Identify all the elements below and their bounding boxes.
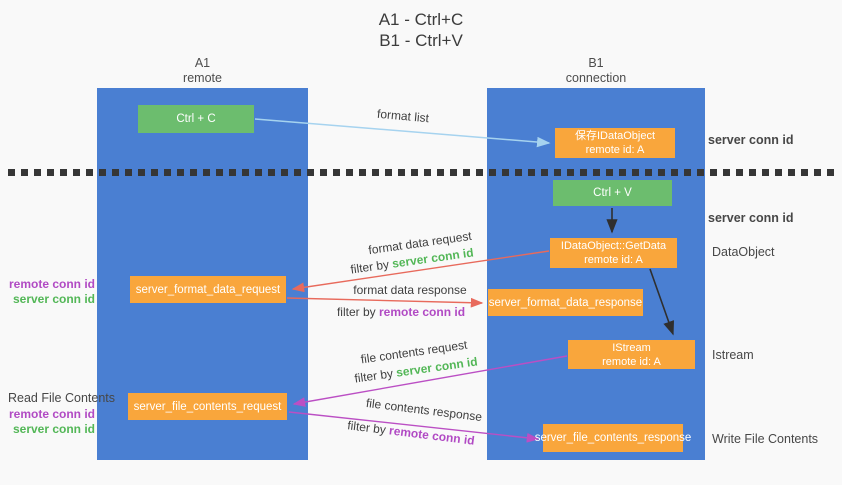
node-ctrl-c-label: Ctrl + C xyxy=(176,113,216,125)
lifeline-b1-header: B1 connection xyxy=(487,56,705,86)
node-istream-line1: IStream xyxy=(612,341,651,354)
label-server-conn-id-top: server conn id xyxy=(708,133,794,147)
label-remote-conn-id: remote conn id xyxy=(8,277,95,291)
label-file-contents-response: file contents response xyxy=(365,395,483,425)
label-file-contents-response-filter: filter by remote conn id xyxy=(347,418,476,448)
label-format-list: format list xyxy=(376,106,430,126)
label-server-conn-id: server conn id xyxy=(12,291,95,306)
lifeline-b1-role: connection xyxy=(565,71,627,85)
node-getdata: IDataObject::GetData remote id: A xyxy=(550,238,677,268)
session-divider xyxy=(8,169,834,176)
label-format-data-response-filter: filter by remote conn id xyxy=(337,305,465,319)
node-server-file-contents-request-label: server_file_contents_request xyxy=(133,400,282,413)
node-save-dataobject-line2: remote id: A xyxy=(585,144,645,156)
node-save-dataobject: 保存IDataObject remote id: A xyxy=(555,128,675,158)
label-write-file-contents: Write File Contents xyxy=(712,432,819,446)
label-format-conn-pair: remote conn id server conn id xyxy=(0,277,95,306)
label-server-conn-id-mid: server conn id xyxy=(708,211,794,225)
lifeline-a1-role: remote xyxy=(183,71,222,85)
label-dataobject: DataObject xyxy=(712,245,775,259)
label-server-conn-id: server conn id xyxy=(12,421,95,436)
title-line-1: A1 - Ctrl+C xyxy=(378,10,464,29)
node-server-file-contents-request: server_file_contents_request xyxy=(128,393,287,420)
node-server-file-contents-response: server_file_contents_response xyxy=(535,424,691,452)
lifeline-a1-id: A1 xyxy=(194,56,211,70)
remote-conn-id-key: remote conn id xyxy=(379,305,466,319)
label-read-file-contents: Read File Contents xyxy=(8,391,116,405)
node-server-format-data-request: server_format_data_request xyxy=(130,276,286,303)
diagram-title: A1 - Ctrl+C B1 - Ctrl+V xyxy=(306,9,536,51)
node-server-file-contents-response-label: server_file_contents_response xyxy=(534,432,692,444)
filter-by-text: filter by xyxy=(349,257,390,277)
label-remote-conn-id: remote conn id xyxy=(8,407,95,421)
node-istream: IStream remote id: A xyxy=(568,340,695,369)
node-getdata-line2: remote id: A xyxy=(584,254,643,266)
node-ctrl-v-label: Ctrl + V xyxy=(593,187,632,199)
title-line-2: B1 - Ctrl+V xyxy=(379,31,463,50)
node-ctrl-v: Ctrl + V xyxy=(553,180,672,206)
node-save-dataobject-line1: 保存IDataObject xyxy=(574,130,656,142)
node-getdata-line1: IDataObject::GetData xyxy=(560,240,667,252)
node-server-format-data-response: server_format_data_response xyxy=(488,289,643,316)
lifeline-b1-id: B1 xyxy=(588,56,604,70)
label-istream: Istream xyxy=(712,348,754,362)
label-file-conn-pair: remote conn id server conn id xyxy=(0,407,95,436)
filter-by-text: filter by xyxy=(336,305,376,319)
format-data-response-arrow xyxy=(286,297,484,308)
node-server-format-data-response-label: server_format_data_response xyxy=(488,296,643,309)
label-format-data-response: format data response xyxy=(353,283,467,297)
node-server-format-data-request-label: server_format_data_request xyxy=(135,283,281,296)
remote-conn-id-key: remote conn id xyxy=(388,423,476,448)
node-istream-line2: remote id: A xyxy=(602,355,661,368)
lifeline-a1-header: A1 remote xyxy=(97,56,308,86)
filter-by-text: filter by xyxy=(353,366,394,386)
filter-by-text: filter by xyxy=(346,418,387,437)
node-ctrl-c: Ctrl + C xyxy=(138,105,254,133)
